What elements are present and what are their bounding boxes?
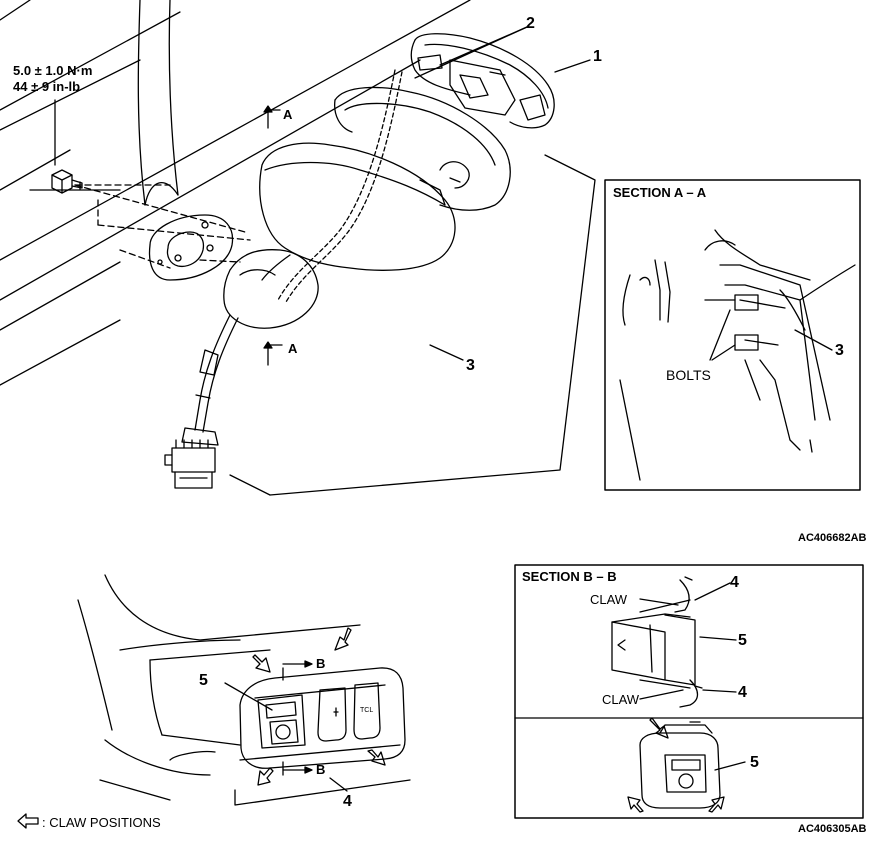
- harness-connector: [164, 439, 216, 489]
- dash-panel-outline: [77, 574, 411, 806]
- mirror-bolt: [51, 169, 83, 194]
- torque-spec-imperial: 44 ± 9 in-lb: [13, 79, 81, 94]
- section-a-box: [604, 179, 861, 491]
- callout-leaders-top: [229, 26, 596, 496]
- claw-legend-arrow-icon: [17, 813, 39, 829]
- mirror-housing: [223, 142, 456, 329]
- section-b-title: SECTION B – B: [522, 569, 617, 584]
- claw-positions-legend: : CLAW POSITIONS: [42, 815, 161, 830]
- section-b-lower-drawing: [627, 717, 746, 813]
- door-panel-outline: [0, 0, 471, 386]
- mirror-harness-hidden: [277, 69, 403, 303]
- figure-code-bottom: AC406305AB: [798, 823, 867, 835]
- callout-4-panel: 4: [343, 793, 352, 810]
- section-b-callout-4-top: 4: [730, 574, 739, 591]
- callout-leaders-bottom-left: [224, 682, 348, 792]
- switch-panel: [239, 667, 406, 769]
- mirror-gasket: [148, 214, 234, 281]
- mirror-harness: [181, 314, 239, 446]
- section-b-callout-4-bottom: 4: [738, 684, 747, 701]
- section-b-marker-lower: B: [316, 762, 326, 777]
- claw-label-top: CLAW: [590, 592, 628, 607]
- figure-code-top: AC406682AB: [798, 532, 867, 544]
- mirror-cover-part-1: [410, 33, 555, 129]
- section-b-callout-5-top: 5: [738, 632, 747, 649]
- callout-5-panel: 5: [199, 672, 208, 689]
- section-a-title: SECTION A – A: [613, 185, 707, 200]
- section-a-marker-lower: A: [288, 341, 298, 356]
- callout-2: 2: [526, 15, 535, 32]
- section-a-bolts-label: BOLTS: [666, 367, 711, 383]
- section-b-box: [514, 564, 864, 819]
- callout-1: 1: [593, 48, 602, 65]
- mirror-body-frame: [334, 86, 511, 211]
- claw-position-arrows: [252, 627, 386, 786]
- bolt-projection-lines: [74, 184, 251, 269]
- torque-spec-metric: 5.0 ± 1.0 N·m: [13, 63, 93, 78]
- callout-3: 3: [466, 357, 475, 374]
- section-a-callout-3: 3: [835, 342, 844, 359]
- section-b-upper-drawing: [611, 576, 737, 708]
- section-a-marker-upper: A: [283, 107, 293, 122]
- section-b-markers: [282, 660, 313, 776]
- section-b-callout-5-bottom: 5: [750, 754, 759, 771]
- tcl-button-label: TCL: [360, 707, 374, 714]
- section-a-drawing: [619, 229, 856, 481]
- section-b-marker-upper: B: [316, 656, 326, 671]
- section-a-markers: [263, 105, 283, 366]
- claw-label-bottom: CLAW: [602, 692, 640, 707]
- claw-positions-legend-text: : CLAW POSITIONS: [42, 815, 161, 830]
